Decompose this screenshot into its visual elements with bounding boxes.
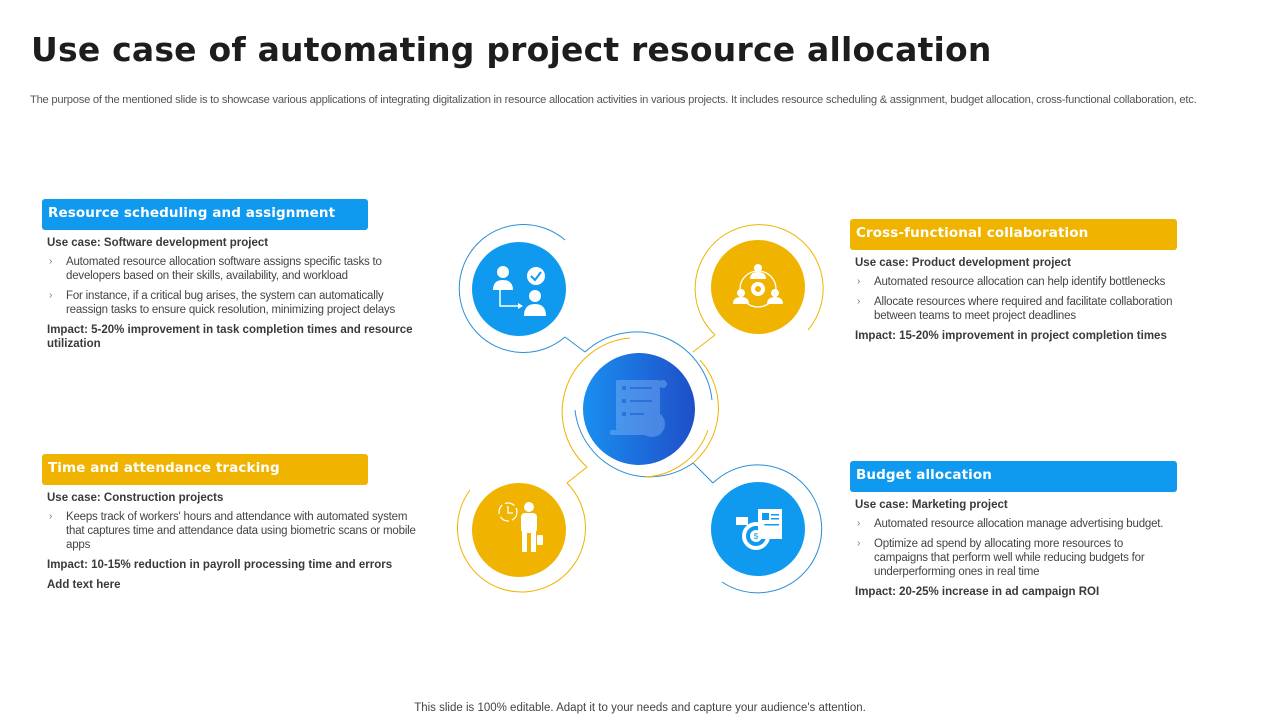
card-resource-scheduling: Resource scheduling and assignment Use c… — [42, 199, 422, 357]
card-time-attendance: Time and attendance tracking Use case: C… — [42, 454, 422, 592]
connector-lines — [564, 334, 716, 484]
bullet-item: › Automated resource allocation can help… — [857, 276, 1166, 288]
chevron-right-icon: › — [49, 256, 53, 267]
use-case-label: Use case: Marketing project — [855, 499, 1008, 511]
card-body: Use case: Software development project ›… — [42, 230, 422, 351]
svg-text:$: $ — [754, 532, 759, 541]
card-body: Use case: Marketing project › Automated … — [850, 492, 1180, 599]
slide-title: Use case of automating project resource … — [31, 30, 992, 69]
budget-report-icon: $ — [711, 482, 805, 576]
bullet-item: › Automated resource allocation manage a… — [857, 518, 1164, 530]
slide-subtitle: The purpose of the mentioned slide is to… — [30, 94, 1197, 106]
card-cross-functional: Cross-functional collaboration Use case:… — [850, 219, 1180, 349]
chevron-right-icon: › — [857, 276, 861, 287]
use-case-label: Use case: Product development project — [855, 257, 1072, 269]
card-header-time-attendance: Time and attendance tracking — [42, 454, 368, 485]
add-text-placeholder[interactable]: Add text here — [47, 579, 121, 591]
central-hub-diagram: $ — [457, 224, 824, 594]
bullet-item: › Keeps track of workers' hours and atte… — [49, 511, 416, 551]
chevron-right-icon: › — [857, 518, 861, 529]
schedule-document-clock-icon — [583, 353, 695, 465]
card-budget-allocation: Budget allocation Use case: Marketing pr… — [850, 461, 1180, 605]
slide-footer: This slide is 100% editable. Adapt it to… — [414, 702, 866, 714]
impact-text: Impact: 15-20% improvement in project co… — [855, 330, 1167, 342]
card-header-budget-allocation: Budget allocation — [850, 461, 1177, 492]
chevron-right-icon: › — [49, 511, 53, 522]
chevron-right-icon: › — [857, 296, 861, 307]
worker-clock-icon — [472, 483, 566, 577]
bullet-item: › Optimize ad spend by allocating more r… — [857, 538, 1145, 578]
card-body: Use case: Product development project › … — [850, 250, 1180, 343]
bullet-item: › Allocate resources where required and … — [857, 296, 1173, 322]
team-collaboration-gear-icon — [711, 240, 805, 334]
impact-text: Impact: 10-15% reduction in payroll proc… — [47, 559, 393, 571]
impact-text: Impact: 5-20% improvement in task comple… — [47, 324, 413, 350]
user-assignment-icon — [472, 242, 566, 336]
chevron-right-icon: › — [49, 290, 53, 301]
bullet-item: › For instance, if a critical bug arises… — [49, 290, 396, 316]
card-body: Use case: Construction projects › Keeps … — [42, 485, 422, 592]
chevron-right-icon: › — [857, 538, 861, 549]
bullet-item: › Automated resource allocation software… — [49, 256, 382, 282]
impact-text: Impact: 20-25% increase in ad campaign R… — [855, 586, 1100, 598]
card-header-cross-functional: Cross-functional collaboration — [850, 219, 1177, 250]
card-header-resource-scheduling: Resource scheduling and assignment — [42, 199, 368, 230]
use-case-label: Use case: Construction projects — [47, 492, 224, 504]
use-case-label: Use case: Software development project — [47, 237, 269, 249]
ring-arcs — [457, 224, 824, 594]
